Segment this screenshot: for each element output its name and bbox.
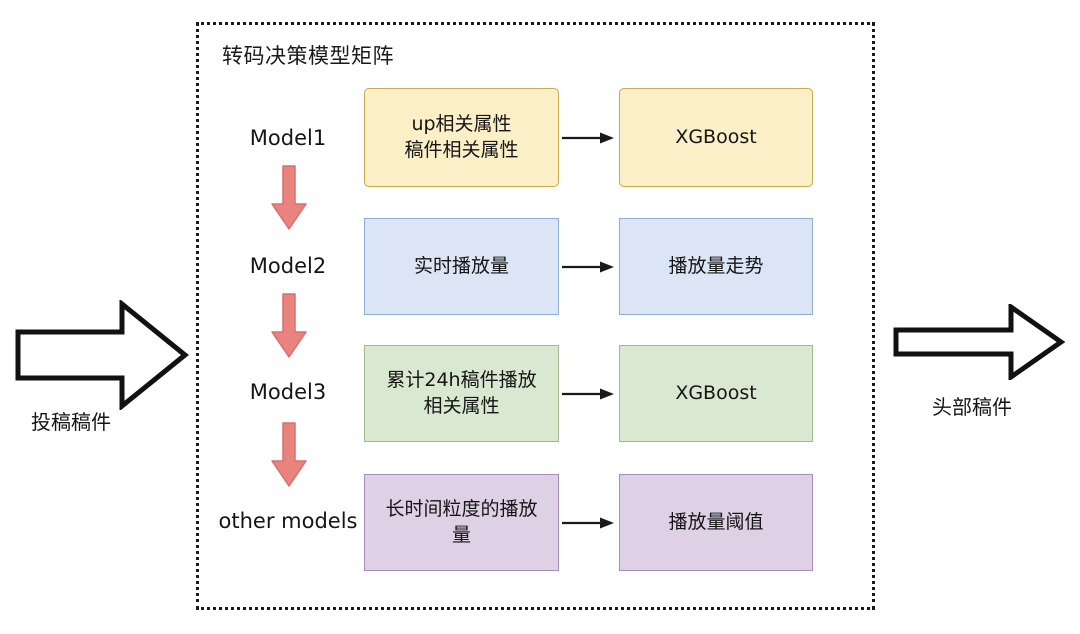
input-node-4[interactable]: 长时间粒度的播放 量 — [364, 474, 559, 571]
input-node-1-line-1: up相关属性 — [411, 112, 512, 135]
model-label-3: Model3 — [249, 380, 327, 404]
input-node-1-line-2: 稿件相关属性 — [404, 138, 519, 161]
model-label-4: other models — [218, 509, 358, 533]
input-node-3[interactable]: 累计24h稿件播放 相关属性 — [364, 345, 559, 442]
input-label: 投稿稿件 — [31, 410, 111, 434]
input-node-4-line-1: 长时间粒度的播放 — [385, 497, 538, 520]
output-arrow-icon — [893, 304, 1065, 380]
connector-arrow-icon-4 — [562, 517, 614, 529]
input-node-3-text: 累计24h稿件播放 相关属性 — [386, 368, 536, 419]
output-node-3[interactable]: XGBoost — [619, 345, 813, 442]
model-matrix-container — [196, 22, 875, 610]
output-node-1[interactable]: XGBoost — [619, 88, 813, 187]
input-node-1-text: up相关属性 稿件相关属性 — [404, 112, 518, 163]
output-node-4[interactable]: 播放量阈值 — [619, 474, 813, 571]
input-node-2[interactable]: 实时播放量 — [364, 218, 559, 315]
input-node-3-line-2: 相关属性 — [423, 394, 500, 417]
input-node-4-text: 长时间粒度的播放 量 — [385, 497, 537, 548]
model-label-1: Model1 — [249, 126, 327, 150]
output-node-2[interactable]: 播放量走势 — [619, 218, 813, 315]
input-node-3-line-1: 累计24h稿件播放 — [386, 368, 537, 391]
input-node-4-line-2: 量 — [451, 523, 471, 546]
matrix-title: 转码决策模型矩阵 — [222, 44, 394, 68]
connector-arrow-icon-2 — [562, 261, 614, 273]
model-label-2: Model2 — [249, 254, 327, 278]
flow-arrow-icon-3 — [271, 422, 307, 487]
input-arrow-icon — [15, 300, 189, 410]
input-node-1[interactable]: up相关属性 稿件相关属性 — [364, 88, 559, 187]
connector-arrow-icon-3 — [562, 388, 614, 400]
flow-arrow-icon-1 — [271, 165, 307, 230]
output-label: 头部稿件 — [932, 395, 1012, 419]
flow-arrow-icon-2 — [271, 293, 307, 358]
connector-arrow-icon-1 — [562, 132, 614, 144]
